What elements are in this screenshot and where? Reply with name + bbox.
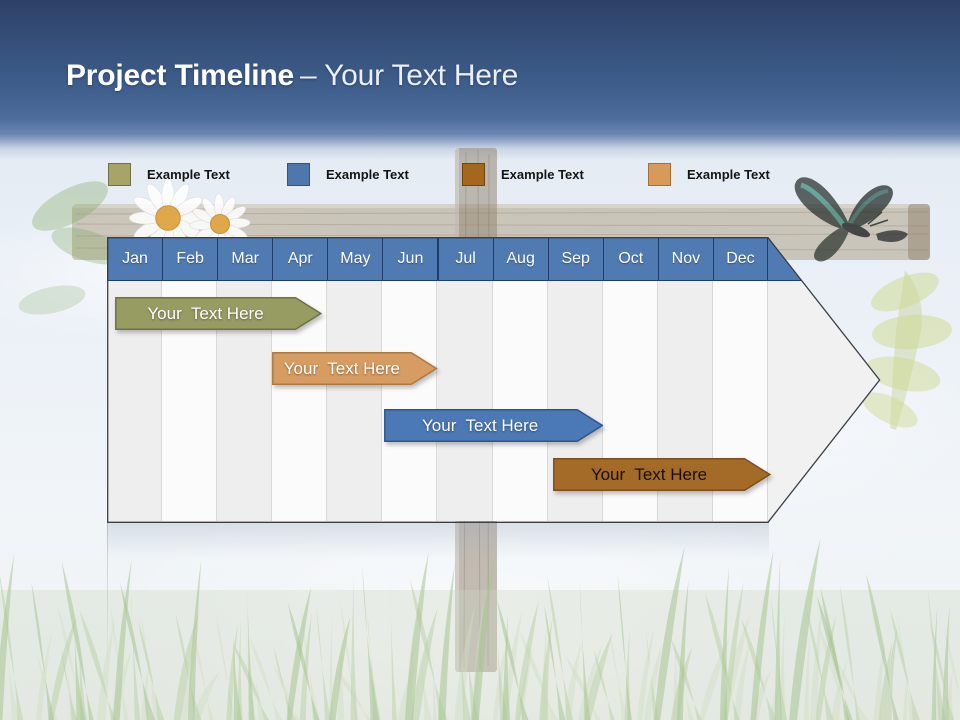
month-cell-jul: Jul [437, 237, 494, 281]
legend-item-4: Example Text [648, 163, 770, 186]
task-bar-2[interactable]: Your Text Here [272, 352, 439, 385]
legend-item-3: Example Text [462, 163, 584, 186]
task-bar-label-2[interactable]: Your Text Here [283, 359, 400, 378]
legend-swatch-4 [648, 163, 671, 186]
month-column-jun [382, 281, 438, 521]
legend-swatch-3 [462, 163, 485, 186]
month-column-may [327, 281, 383, 521]
daisies-decor [128, 178, 251, 258]
month-cell-jan: Jan [107, 237, 164, 281]
timeline-reflection [107, 522, 769, 559]
month-cell-oct: Oct [602, 237, 659, 281]
legend-label-1[interactable]: Example Text [147, 167, 230, 182]
task-bar-4[interactable]: Your Text Here [553, 458, 772, 491]
month-column-aug [492, 281, 548, 521]
legend-item-1: Example Text [108, 163, 230, 186]
legend-label-2[interactable]: Example Text [326, 167, 409, 182]
task-bar-label-3[interactable]: Your Text Here [422, 416, 539, 435]
month-cell-dec: Dec [712, 237, 768, 281]
title-main-text[interactable]: Project Timeline [66, 59, 294, 92]
month-cell-nov: Nov [657, 237, 714, 281]
legend-label-4[interactable]: Example Text [687, 167, 770, 182]
title-band [0, 0, 960, 160]
legend-label-3[interactable]: Example Text [501, 167, 584, 182]
grass-decor [0, 538, 960, 720]
month-cell-apr: Apr [272, 237, 329, 281]
task-bar-label-1[interactable]: Your Text Here [147, 304, 264, 323]
legend-swatch-1 [108, 163, 131, 186]
month-cell-may: May [327, 237, 384, 281]
month-column-jul [437, 281, 493, 521]
task-bar-3[interactable]: Your Text Here [383, 409, 604, 442]
month-cell-aug: Aug [492, 237, 549, 281]
legend-item-2: Example Text [287, 163, 409, 186]
month-cell-mar: Mar [217, 237, 274, 281]
right-leaves-decor [862, 270, 952, 430]
timeline-reflection-line [107, 522, 108, 672]
left-leaves-decor [18, 181, 125, 315]
month-cell-feb: Feb [162, 237, 219, 281]
month-cell-jun: Jun [382, 237, 439, 281]
legend-swatch-2 [287, 163, 310, 186]
month-cell-sep: Sep [547, 237, 604, 281]
slide-title[interactable]: Project Timeline– Your Text Here [66, 58, 518, 94]
title-placeholder-text[interactable]: – Your Text Here [300, 59, 519, 92]
task-bar-label-4[interactable]: Your Text Here [590, 465, 708, 484]
task-bar-1[interactable]: Your Text Here [115, 297, 323, 330]
